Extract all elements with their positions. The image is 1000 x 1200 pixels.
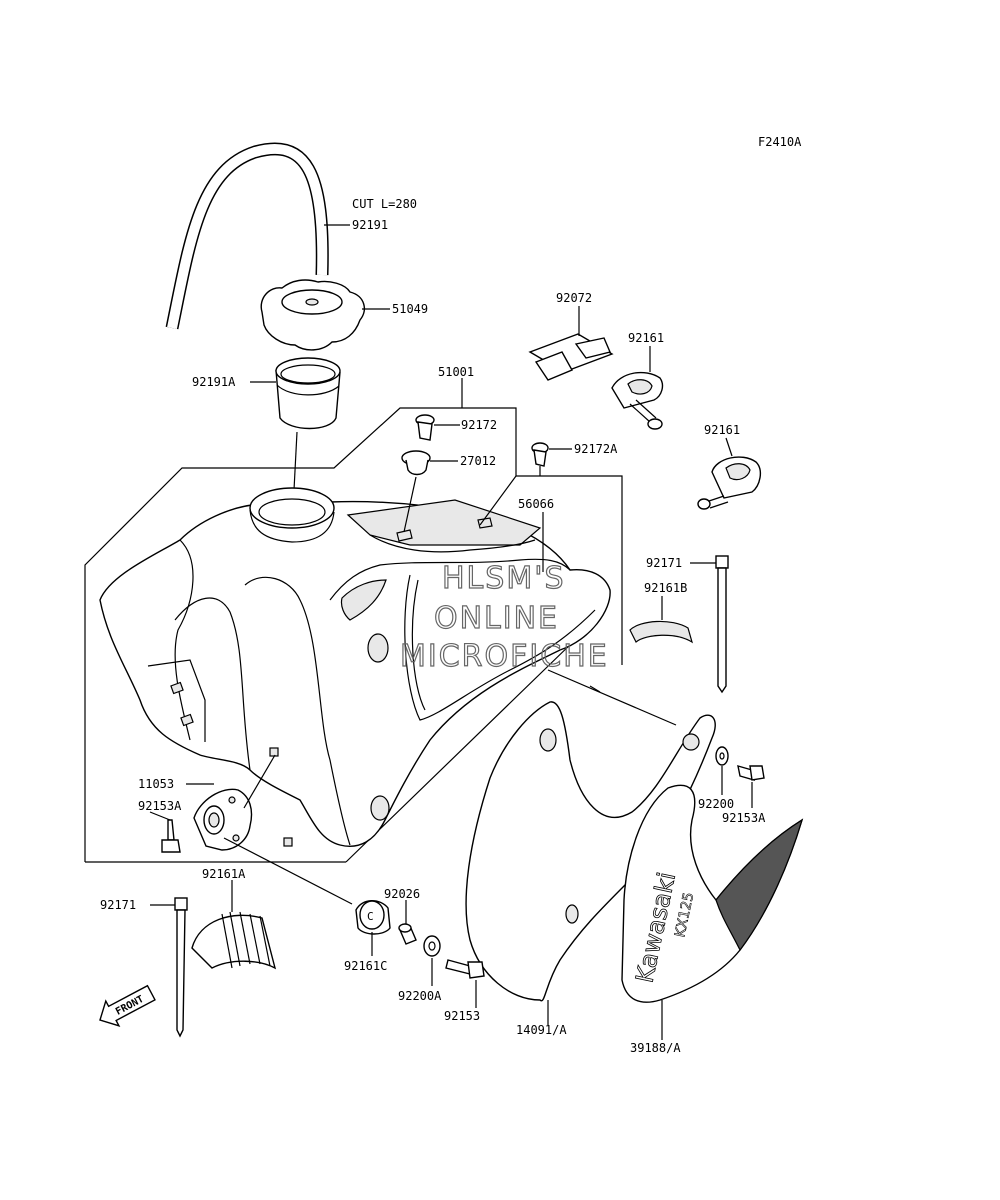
front-arrow-icon: FRONT	[99, 984, 156, 1027]
label-92161-a: 92161	[628, 331, 664, 345]
fuel-petcock	[193, 754, 276, 851]
hose-cut-note: CUT L=280	[352, 197, 417, 211]
watermark-line-2: ONLINE	[434, 601, 559, 636]
label-92161-b: 92161	[704, 423, 740, 437]
strap-92072	[528, 333, 614, 381]
label-56066: 56066	[518, 497, 554, 511]
breather-hose	[165, 142, 329, 330]
screw-92172	[415, 414, 435, 441]
label-92191A: 92191A	[192, 375, 236, 389]
fuel-cap	[260, 279, 366, 351]
label-92161B: 92161B	[644, 581, 687, 595]
clamp-92161-b	[697, 456, 762, 510]
label-92171-right: 92171	[646, 556, 682, 570]
washer-92200	[715, 746, 729, 766]
label-92072: 92072	[556, 291, 592, 305]
filler-neck-ring	[275, 357, 341, 430]
label-51049: 51049	[392, 302, 428, 316]
label-11053: 11053	[138, 777, 174, 791]
bolt-92153A-left	[161, 819, 181, 853]
clamp-92161-a	[611, 371, 664, 430]
label-92191: 92191	[352, 218, 388, 232]
watermark-line-3: MICROFICHE	[400, 639, 609, 674]
collar-92026	[398, 923, 417, 945]
label-92172A: 92172A	[574, 442, 618, 456]
label-92200: 92200	[698, 797, 734, 811]
bolt-92153A-right	[737, 765, 765, 781]
label-92153A-left: 92153A	[138, 799, 182, 813]
label-51001: 51001	[438, 365, 474, 379]
cable-tie-right	[715, 555, 729, 694]
damper-27012	[401, 450, 431, 476]
pad-92161B	[629, 620, 694, 644]
cushion-92161A	[191, 911, 277, 970]
label-92026: 92026	[384, 887, 420, 901]
watermark: HLSM'S ONLINE MICROFICHE	[399, 560, 609, 674]
shroud-decal: Kawasaki KX125	[621, 784, 804, 1003]
figure-code: F2410A	[758, 135, 802, 149]
label-92153: 92153	[444, 1009, 480, 1023]
watermark-line-1: HLSM'S	[442, 561, 566, 596]
label-39188A: 39188/A	[630, 1041, 681, 1055]
label-14091A: 14091/A	[516, 1023, 567, 1037]
label-92200A: 92200A	[398, 989, 442, 1003]
cable-tie-left	[174, 897, 188, 1038]
label-27012: 27012	[460, 454, 496, 468]
label-92172: 92172	[461, 418, 497, 432]
screw-92172A	[531, 442, 549, 467]
washer-92200A	[423, 935, 441, 957]
bolt-92153	[445, 959, 485, 979]
label-92161A: 92161A	[202, 867, 246, 881]
label-92161C: 92161C	[344, 959, 387, 973]
grommet-92161C: C	[355, 900, 391, 935]
radiator-shroud	[465, 701, 716, 1002]
svg-text:C: C	[367, 910, 374, 923]
label-92153A-right: 92153A	[722, 811, 766, 825]
label-92171-left: 92171	[100, 898, 136, 912]
fuel-tank	[99, 487, 611, 847]
